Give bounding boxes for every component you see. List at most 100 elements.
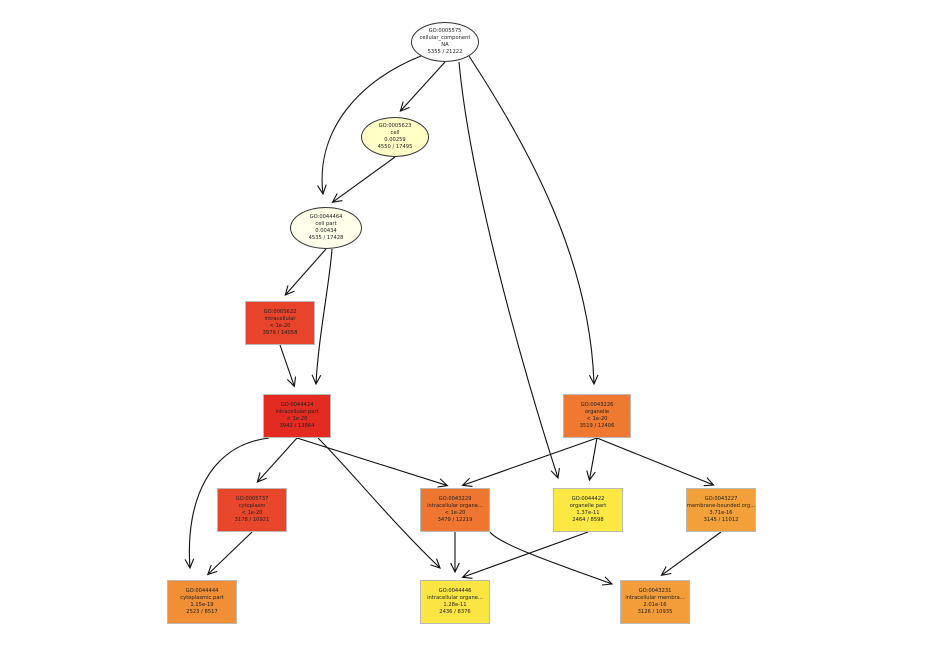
edge-n1-n9: [458, 61, 559, 479]
node-counts: 3519 / 12406: [579, 423, 615, 429]
node-value: 1.37e-11: [576, 510, 600, 516]
edge-arrowhead-n3-n5: [311, 374, 322, 386]
node-counts: 3145 / 11012: [703, 517, 739, 523]
node-term: cell: [390, 130, 400, 136]
edge-n4-n5: [279, 344, 295, 387]
edge-arrowhead-n6-n10: [703, 477, 715, 487]
node-counts: 5355 / 21222: [427, 49, 463, 55]
edge-arrowhead-n1-n3: [317, 184, 327, 196]
node-value: NA: [441, 42, 449, 48]
node-id: GO:0005622: [263, 309, 297, 315]
node-counts: 4535 / 17428: [308, 235, 344, 241]
node-term: organelle: [584, 409, 610, 415]
node-counts: 4550 / 17495: [377, 144, 413, 150]
node-value: 0.00259: [384, 137, 406, 143]
edge-arrowhead-n2-n3: [331, 193, 343, 204]
edge-n5-n12: [317, 437, 441, 569]
node-counts: 3479 / 12219: [437, 517, 473, 523]
node-value: 3.71e-16: [709, 510, 733, 516]
edge-n1-n2: [399, 61, 446, 112]
node-term: intracellular part: [275, 409, 319, 415]
edge-arrowhead-n3-n4: [284, 285, 295, 296]
edge-arrowhead-n6-n8: [461, 477, 473, 488]
node-term: intracellular membra...: [625, 595, 685, 601]
node-value: < 1e-20: [241, 510, 263, 516]
edge-arrowhead-n8-n12: [450, 562, 460, 574]
edge-arrowhead-n8-n13: [601, 576, 614, 586]
node-term: intracellular organe...: [427, 503, 483, 509]
node-id: GO:0043227: [704, 496, 738, 502]
node-term: membrane-bounded org...: [686, 503, 756, 509]
edge-n10-n13: [661, 531, 722, 576]
node-id: GO:0043229: [438, 496, 472, 502]
edge-n3-n4: [284, 248, 327, 296]
edge-arrowhead-n5-n11: [184, 558, 195, 570]
node-id: GO:0005575: [428, 28, 462, 34]
node-id: GO:0044424: [280, 402, 314, 408]
edge-arrowhead-n6-n9: [586, 470, 596, 482]
node-counts: 2436 / 8376: [439, 609, 471, 615]
node-counts: 3178 / 10921: [234, 517, 270, 523]
edge-n1-n6: [468, 55, 595, 385]
node-term: cytoplasmic part: [180, 595, 224, 601]
node-id: GO:0044446: [438, 588, 472, 594]
node-id: GO:0005737: [235, 496, 269, 502]
edge-n7-n11: [207, 531, 253, 575]
edge-arrowhead-n5-n8: [437, 478, 449, 488]
edge-arrowhead-n5-n7: [256, 472, 267, 483]
node-value: < 1e-20: [286, 416, 308, 422]
node-term: organelle part: [569, 503, 607, 509]
node-counts: 2523 / 8517: [186, 609, 218, 615]
edge-arrowhead-n1-n2: [399, 101, 410, 113]
edge-n2-n3: [332, 156, 396, 203]
edge-n5-n11: [188, 437, 270, 569]
node-value: 1.15e-19: [190, 602, 214, 608]
edge-n1-n3: [321, 55, 422, 195]
node-id: GO:0044444: [185, 588, 219, 594]
edge-n5-n7: [256, 437, 298, 483]
node-term: intracellular organe...: [427, 595, 483, 601]
node-value: < 1e-20: [444, 510, 466, 516]
node-counts: 3942 / 13864: [279, 423, 315, 429]
edge-arrowhead-n5-n12: [430, 558, 441, 569]
node-counts: 3979 / 14058: [262, 330, 298, 336]
node-term: cell part: [315, 221, 337, 227]
node-id: GO:0043231: [638, 588, 672, 594]
node-value: 2.01e-16: [643, 602, 667, 608]
node-value: < 1e-20: [586, 416, 608, 422]
node-counts: 2464 / 8598: [572, 517, 604, 523]
node-value: < 1e-20: [269, 323, 291, 329]
edge-arrowhead-n10-n13: [660, 566, 672, 577]
edge-n8-n13: [489, 531, 613, 585]
edge-arrowhead-n7-n11: [206, 564, 218, 576]
edge-arrowhead-n4-n5: [286, 376, 297, 388]
edge-layer: [184, 55, 722, 586]
node-value: 1.28e-11: [443, 602, 467, 608]
node-id: GO:0044422: [571, 496, 605, 502]
node-term: cellular_component: [419, 35, 471, 41]
node-value: 0.00434: [315, 228, 337, 234]
edge-n9-n12: [462, 531, 589, 578]
node-id: GO:0044464: [309, 214, 343, 220]
edge-n6-n8: [462, 437, 598, 486]
edge-arrowhead-n1-n6: [588, 374, 599, 386]
node-id: GO:0043226: [580, 402, 614, 408]
edge-n6-n10: [596, 437, 714, 486]
edge-n3-n5: [315, 248, 333, 385]
node-term: cytoplasm: [238, 503, 266, 509]
node-term: intracellular: [264, 316, 296, 322]
